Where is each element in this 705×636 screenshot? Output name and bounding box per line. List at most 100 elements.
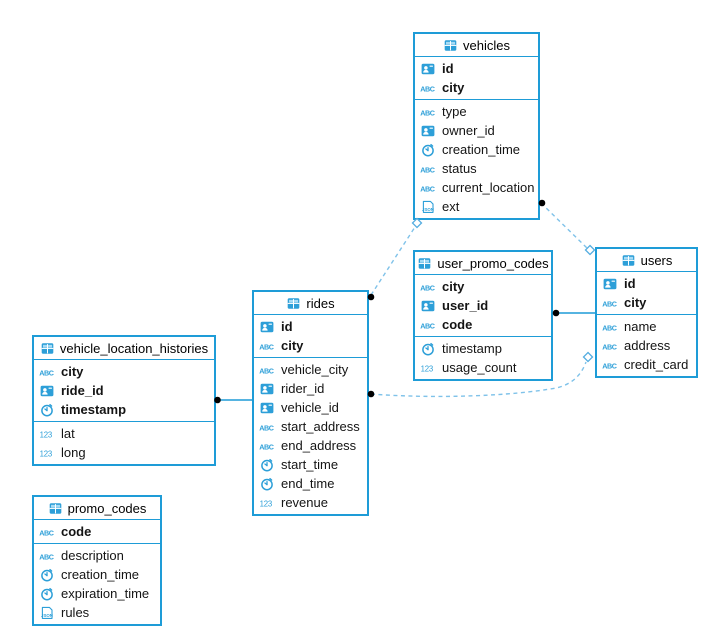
table-header[interactable]: rides	[254, 292, 367, 315]
timestamp-icon	[259, 476, 277, 492]
relationship-line[interactable]	[370, 226, 416, 296]
table-header[interactable]: users	[597, 249, 696, 272]
relationship-vehicles-users[interactable]	[538, 199, 596, 256]
column-row[interactable]: rules	[34, 603, 160, 622]
string-icon	[39, 364, 57, 380]
table-icon	[443, 37, 458, 53]
uuid-icon	[259, 400, 277, 416]
timestamp-icon	[420, 341, 438, 357]
columns-section: vehicle_city rider_id vehicle_id start_a…	[254, 358, 367, 514]
relationship-diamond-endpoint	[582, 351, 594, 363]
column-row[interactable]: id	[597, 274, 696, 293]
table-title: vehicles	[463, 37, 510, 53]
table-user-promo-codes[interactable]: user_promo_codes city user_id code times…	[413, 250, 553, 381]
column-row[interactable]: id	[254, 317, 367, 336]
columns-section: timestamp usage_count	[415, 337, 551, 379]
column-row[interactable]: timestamp	[34, 400, 214, 419]
table-icon	[286, 295, 301, 311]
column-row[interactable]: long	[34, 443, 214, 462]
timestamp-icon	[39, 567, 57, 583]
number-icon	[259, 495, 277, 511]
table-icon	[40, 340, 55, 356]
column-row[interactable]: city	[254, 336, 367, 355]
relationship-diamond-endpoint	[584, 244, 596, 256]
column-row[interactable]: start_address	[254, 417, 367, 436]
json-icon	[39, 605, 57, 621]
string-icon	[259, 362, 277, 378]
json-icon	[420, 199, 438, 215]
column-row[interactable]: usage_count	[415, 358, 551, 377]
column-row[interactable]: vehicle_id	[254, 398, 367, 417]
column-row[interactable]: code	[415, 315, 551, 334]
string-icon	[420, 104, 438, 120]
column-row[interactable]: city	[415, 277, 551, 296]
string-icon	[602, 338, 620, 354]
string-icon	[420, 180, 438, 196]
column-row[interactable]: ride_id	[34, 381, 214, 400]
column-row[interactable]: city	[597, 293, 696, 312]
timestamp-icon	[420, 142, 438, 158]
column-row[interactable]: city	[34, 362, 214, 381]
table-title: users	[640, 252, 673, 268]
relationship-vehicle-location-histories-rides[interactable]	[214, 396, 252, 404]
relationship-line[interactable]	[540, 202, 588, 249]
string-icon	[602, 357, 620, 373]
column-row[interactable]: owner_id	[415, 121, 538, 140]
uuid-icon	[602, 276, 620, 292]
column-row[interactable]: expiration_time	[34, 584, 160, 603]
pk-section: city user_id code	[415, 275, 551, 337]
table-users[interactable]: users id city name address credit_card	[595, 247, 698, 378]
column-row[interactable]: type	[415, 102, 538, 121]
table-vehicles[interactable]: vehicles id city type owner_id creation_…	[413, 32, 540, 220]
column-row[interactable]: name	[597, 317, 696, 336]
column-row[interactable]: rider_id	[254, 379, 367, 398]
uuid-icon	[420, 123, 438, 139]
column-row[interactable]: end_time	[254, 474, 367, 493]
table-icon	[417, 255, 432, 271]
number-icon	[39, 426, 57, 442]
column-row[interactable]: address	[597, 336, 696, 355]
pk-section: code	[34, 520, 160, 544]
table-header[interactable]: vehicles	[415, 34, 538, 57]
column-row[interactable]: creation_time	[34, 565, 160, 584]
column-row[interactable]: start_time	[254, 455, 367, 474]
table-title: promo_codes	[67, 500, 147, 516]
column-row[interactable]: creation_time	[415, 140, 538, 159]
table-rides[interactable]: rides id city vehicle_city rider_id vehi…	[252, 290, 369, 516]
column-row[interactable]: ext	[415, 197, 538, 216]
column-row[interactable]: id	[415, 59, 538, 78]
column-row[interactable]: user_id	[415, 296, 551, 315]
table-title: user_promo_codes	[437, 255, 549, 271]
table-title: rides	[306, 295, 335, 311]
uuid-icon	[259, 319, 277, 335]
column-row[interactable]: status	[415, 159, 538, 178]
string-icon	[420, 80, 438, 96]
table-icon	[621, 252, 636, 268]
pk-section: city ride_id timestamp	[34, 360, 214, 422]
string-icon	[602, 319, 620, 335]
table-header[interactable]: user_promo_codes	[415, 252, 551, 275]
table-promo-codes[interactable]: promo_codes code description creation_ti…	[32, 495, 162, 626]
string-icon	[420, 317, 438, 333]
table-header[interactable]: vehicle_location_histories	[34, 337, 214, 360]
column-row[interactable]: revenue	[254, 493, 367, 512]
uuid-icon	[420, 298, 438, 314]
column-row[interactable]: credit_card	[597, 355, 696, 374]
column-row[interactable]: code	[34, 522, 160, 541]
column-row[interactable]: current_location	[415, 178, 538, 197]
relationship-user-promo-codes-users[interactable]	[552, 309, 596, 317]
column-row[interactable]: vehicle_city	[254, 360, 367, 379]
column-row[interactable]: description	[34, 546, 160, 565]
string-icon	[259, 438, 277, 454]
column-row[interactable]: timestamp	[415, 339, 551, 358]
table-vehicle-location-histories[interactable]: vehicle_location_histories city ride_id …	[32, 335, 216, 466]
number-icon	[39, 445, 57, 461]
table-header[interactable]: promo_codes	[34, 497, 160, 520]
column-row[interactable]: end_address	[254, 436, 367, 455]
column-row[interactable]: lat	[34, 424, 214, 443]
column-row[interactable]: city	[415, 78, 538, 97]
pk-section: id city	[597, 272, 696, 315]
timestamp-icon	[259, 457, 277, 473]
string-icon	[602, 295, 620, 311]
